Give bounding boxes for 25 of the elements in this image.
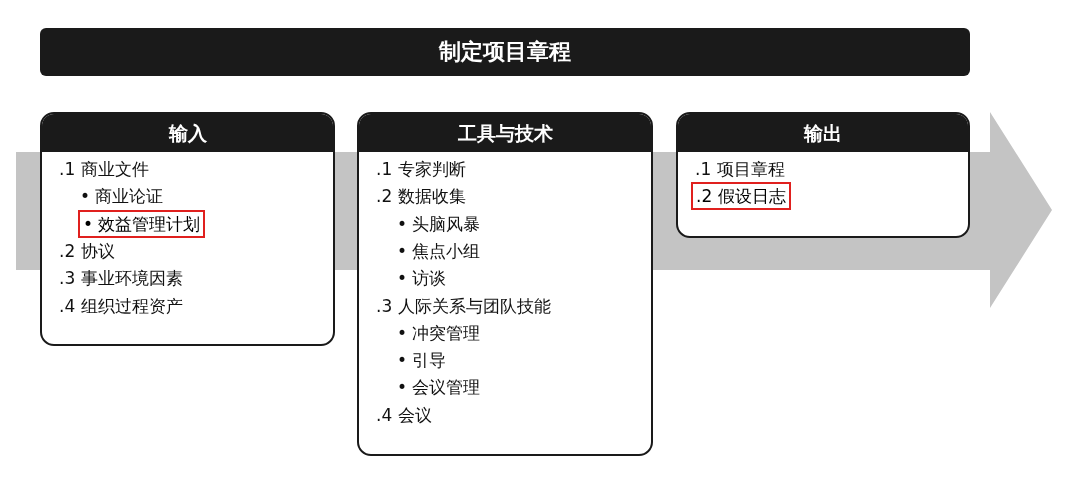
list-item: .2 数据收集 [376,185,466,209]
list-item: .2 假设日志 [695,185,787,209]
list-item: .1 专家判断 [376,158,466,181]
list-item: .1 商业文件 [59,158,149,181]
list-item: .3 人际关系与团队技能 [376,294,551,318]
card-heading: 输入 [42,114,333,152]
process-card [676,112,970,238]
list-item: • 焦点小组 [397,239,481,263]
card-heading: 输出 [678,114,968,152]
card-heading: 工具与技术 [359,114,651,152]
list-item: • 访谈 [397,267,447,291]
list-item: • 引导 [397,349,447,373]
list-item: • 头脑风暴 [397,212,481,236]
list-item: .2 协议 [59,239,115,263]
list-item: • 商业论证 [80,185,164,209]
title-bar: 制定项目章程 [40,28,970,76]
list-item: • 效益管理计划 [82,212,202,236]
list-item: .3 事业环境因素 [59,267,183,291]
list-item: • 会议管理 [397,376,481,400]
list-item: .4 组织过程资产 [59,294,183,318]
list-item: .4 会议 [376,403,432,427]
process-card [40,112,335,346]
list-item: .1 项目章程 [695,158,785,181]
process-card [357,112,653,456]
list-item: • 冲突管理 [397,321,481,345]
